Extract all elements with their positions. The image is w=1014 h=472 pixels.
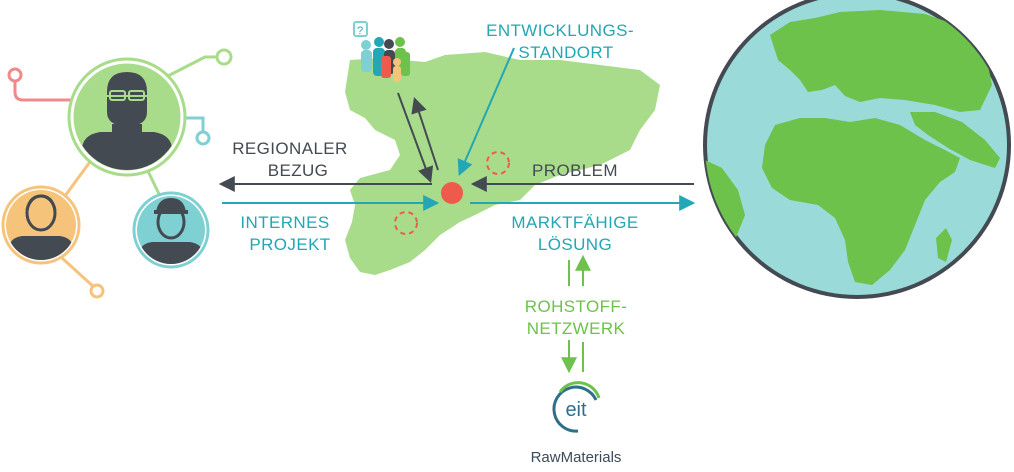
label-network-line2: NETZWERK bbox=[527, 319, 626, 338]
connector-pink bbox=[13, 75, 72, 102]
connector-green bbox=[159, 55, 218, 82]
connector-orange-2 bbox=[60, 256, 97, 290]
person-with-cap-icon bbox=[132, 191, 210, 269]
label-network-line1: ROHSTOFF- bbox=[525, 297, 627, 316]
person-orange-icon bbox=[1, 185, 81, 265]
label-internal-line1: INTERNES bbox=[240, 213, 329, 232]
label-site-line2: STANDORT bbox=[518, 43, 613, 62]
node-green bbox=[215, 48, 233, 66]
svg-text:?: ? bbox=[357, 25, 363, 37]
globe-icon bbox=[703, 0, 1011, 299]
logo-ring-blue bbox=[552, 385, 598, 433]
node-orange bbox=[89, 283, 105, 299]
candidate-site-marker bbox=[486, 151, 510, 175]
arrow-community-to-site bbox=[411, 96, 439, 171]
label-site-line1: ENTWICKLUNGS- bbox=[486, 21, 634, 40]
people-network bbox=[1, 48, 233, 299]
label-regional-line2: BEZUG bbox=[268, 161, 329, 180]
community-group-icon: ? bbox=[353, 21, 410, 82]
candidate-site-marker-2 bbox=[394, 211, 418, 235]
node-pink bbox=[7, 67, 23, 83]
node-teal bbox=[195, 130, 211, 146]
logo-ring-green bbox=[558, 381, 601, 399]
label-solution-line2: LÖSUNG bbox=[538, 235, 612, 254]
arrow-development-site bbox=[457, 47, 515, 176]
logo-name: RawMaterials bbox=[531, 449, 622, 466]
arrow-site-to-community bbox=[397, 92, 434, 184]
label-regional-line1: REGIONALER bbox=[232, 139, 347, 158]
development-site-dot bbox=[441, 182, 463, 204]
label-internal-line2: PROJEKT bbox=[249, 235, 330, 254]
logo-mark: eit bbox=[565, 399, 587, 421]
label-solution-line1: MARKTFÄHIGE bbox=[511, 213, 638, 232]
eit-rawmaterials-logo: eit RawMaterials bbox=[531, 381, 622, 466]
person-with-glasses-icon bbox=[67, 57, 187, 177]
label-problem: PROBLEM bbox=[532, 161, 618, 180]
